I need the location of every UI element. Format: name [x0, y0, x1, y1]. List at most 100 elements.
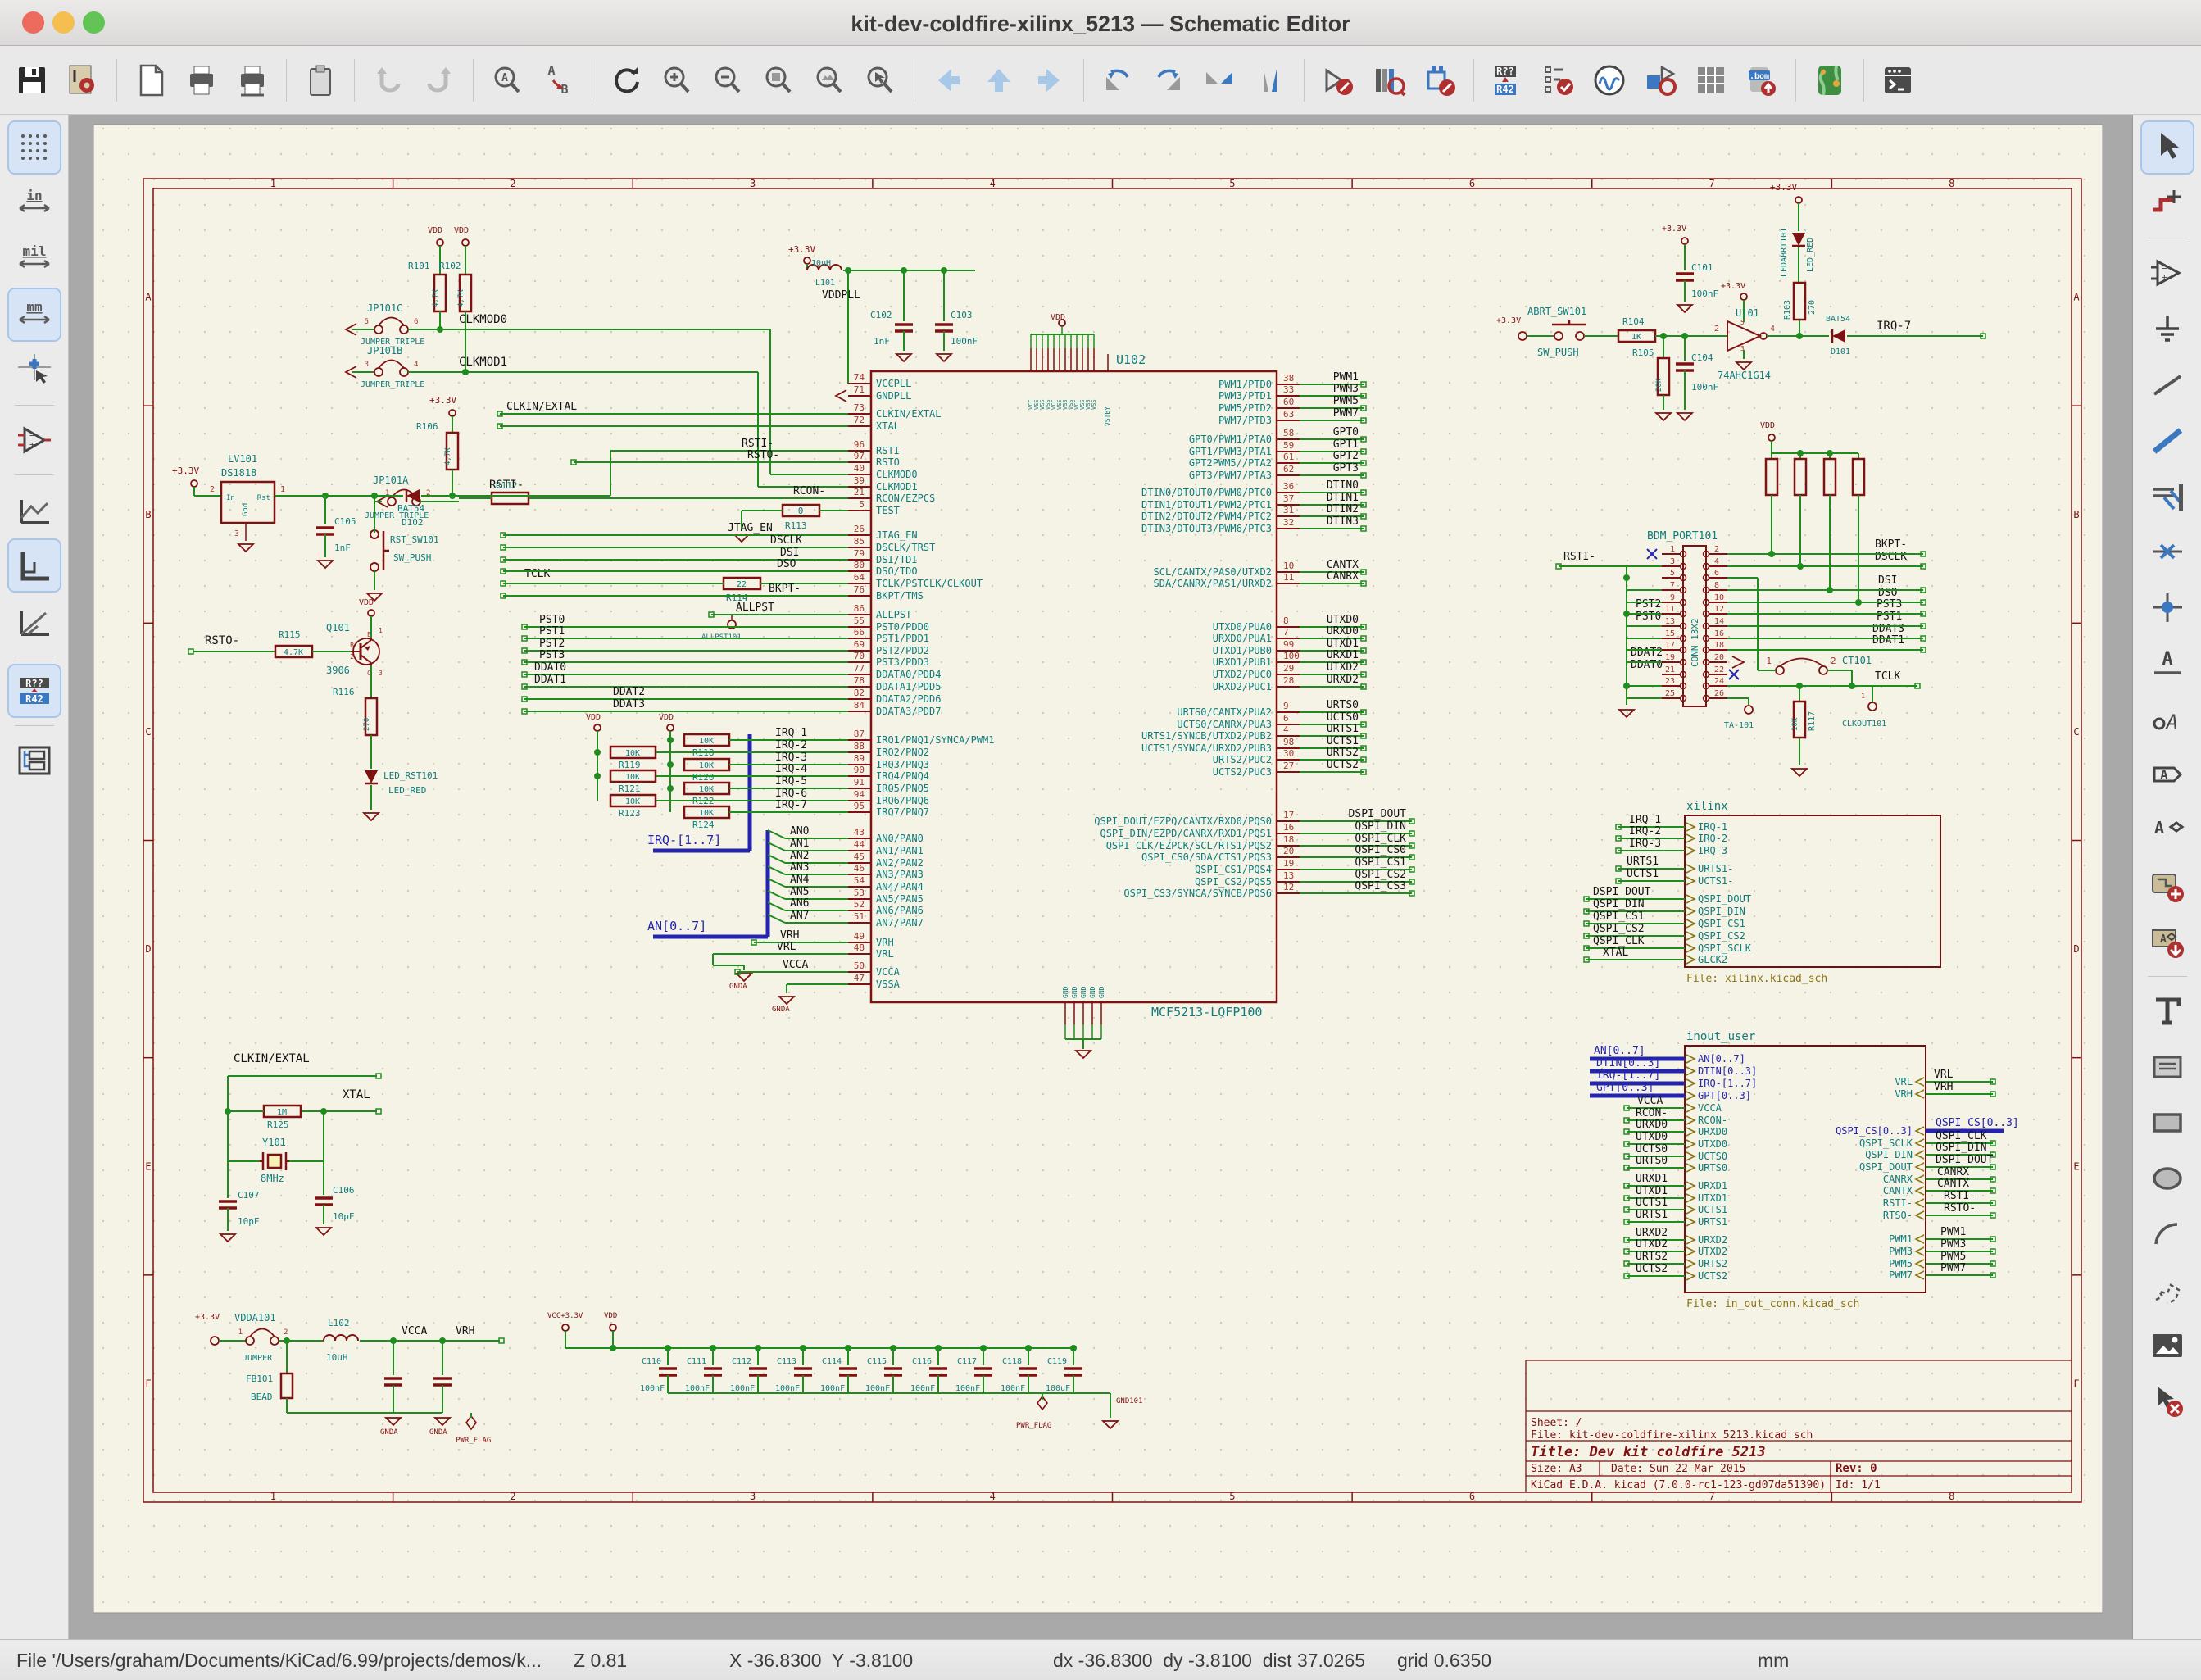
- svg-text:GND101: GND101: [1116, 1397, 1143, 1405]
- svg-text:TCLK: TCLK: [524, 568, 550, 580]
- svg-text:URTS2/PUC2: URTS2/PUC2: [1213, 754, 1272, 765]
- right-tool-image[interactable]: [2142, 1320, 2193, 1371]
- right-tool-arc[interactable]: [2142, 1209, 2193, 1260]
- minimize-button[interactable]: [52, 11, 75, 34]
- right-tool-place-symbol[interactable]: −+: [2142, 247, 2193, 298]
- left-tool-lines-any[interactable]: [9, 484, 60, 535]
- left-tool-unit-mil[interactable]: mil: [9, 234, 60, 284]
- toolbar-print[interactable]: [178, 57, 225, 104]
- right-tool-draw-wire[interactable]: [2142, 359, 2193, 410]
- svg-text:PWM3: PWM3: [1889, 1246, 1913, 1257]
- svg-text:AN[0..7]: AN[0..7]: [1594, 1045, 1645, 1057]
- right-tool-highlight-net[interactable]: [2142, 178, 2193, 229]
- toolbar-zoom-selection[interactable]: [856, 57, 904, 104]
- svg-text:100uF: 100uF: [1046, 1384, 1070, 1393]
- decoupling-cap-bank: C110100nFC111100nFC112100nFC113100nFC114…: [640, 1345, 1082, 1393]
- toolbar-nav-back[interactable]: [924, 57, 972, 104]
- svg-text:RCON-: RCON-: [1698, 1115, 1727, 1126]
- toolbar-zoom-in[interactable]: [653, 57, 701, 104]
- svg-text:Y101: Y101: [262, 1137, 286, 1148]
- svg-text:UTXD1: UTXD1: [1636, 1185, 1668, 1197]
- toolbar-export-bom[interactable]: .bom: [1738, 57, 1786, 104]
- svg-text:10: 10: [1714, 593, 1724, 602]
- left-tool-unit-in[interactable]: in: [9, 178, 60, 229]
- close-button[interactable]: [22, 11, 44, 34]
- toolbar-page-setup[interactable]: [127, 57, 175, 104]
- right-tool-place-power[interactable]: [2142, 303, 2193, 354]
- zoom-button[interactable]: [83, 11, 105, 34]
- svg-text:20: 20: [1283, 846, 1294, 856]
- right-tool-draw-bus[interactable]: [2142, 415, 2193, 465]
- toolbar-redo[interactable]: [415, 57, 463, 104]
- toolbar-simulator[interactable]: [1586, 57, 1633, 104]
- toolbar-undo[interactable]: [365, 57, 412, 104]
- svg-text:8: 8: [1283, 615, 1289, 626]
- toolbar-console[interactable]: [1874, 57, 1922, 104]
- left-tool-hidden-pins[interactable]: −+: [9, 415, 60, 465]
- right-tool-junction[interactable]: [2142, 582, 2193, 633]
- right-tool-sheet-pin[interactable]: A: [2142, 916, 2193, 967]
- svg-text:VSS: VSS: [1079, 399, 1086, 410]
- svg-text:70: 70: [854, 651, 865, 661]
- svg-text:10K: 10K: [1791, 717, 1799, 731]
- title-bar[interactable]: kit-dev-coldfire-xilinx_5213 — Schematic…: [0, 0, 2201, 46]
- toolbar-open-pcb[interactable]: [1806, 57, 1854, 104]
- svg-text:PWM7: PWM7: [1940, 1262, 1966, 1274]
- svg-text:B: B: [560, 82, 568, 97]
- toolbar-rotate-cw[interactable]: [1145, 57, 1192, 104]
- svg-text:VDD: VDD: [659, 713, 674, 722]
- svg-text:DTIN1/DTOUT1/PWM2/PTC1: DTIN1/DTOUT1/PWM2/PTC1: [1141, 499, 1272, 511]
- left-tool-grid[interactable]: [7, 120, 61, 175]
- toolbar-fields-table[interactable]: [1687, 57, 1735, 104]
- right-tool-net-label[interactable]: A: [2142, 638, 2193, 688]
- left-tool-hierarchy[interactable]: [9, 735, 60, 786]
- left-tool-lines-45[interactable]: [9, 596, 60, 647]
- svg-text:PST1/PDD1: PST1/PDD1: [876, 633, 929, 644]
- right-tool-text[interactable]: [2142, 986, 2193, 1037]
- toolbar-save[interactable]: [8, 57, 56, 104]
- right-tool-delete[interactable]: [2142, 1376, 2193, 1427]
- right-tool-bus-entry[interactable]: [2142, 470, 2193, 521]
- toolbar-erc[interactable]: [1535, 57, 1582, 104]
- toolbar-find[interactable]: A: [483, 57, 531, 104]
- toolbar-zoom-out[interactable]: [704, 57, 751, 104]
- toolbar-plot[interactable]: [229, 57, 276, 104]
- svg-text:DSI: DSI: [780, 547, 799, 559]
- left-tool-unit-mm[interactable]: mm: [7, 288, 61, 342]
- right-tool-rectangle[interactable]: [2142, 1097, 2193, 1148]
- right-tool-no-connect[interactable]: [2142, 526, 2193, 577]
- right-tool-hier-label[interactable]: A: [2142, 805, 2193, 856]
- toolbar-zoom-page[interactable]: [755, 57, 802, 104]
- right-tool-text-box[interactable]: [2142, 1042, 2193, 1092]
- toolbar-edit-footprint[interactable]: [1416, 57, 1464, 104]
- toolbar-library-browser[interactable]: [1365, 57, 1413, 104]
- toolbar-rotate-ccw[interactable]: [1094, 57, 1141, 104]
- right-tool-select[interactable]: [2140, 120, 2194, 175]
- toolbar-mirror-h[interactable]: [1196, 57, 1243, 104]
- toolbar-nav-forward[interactable]: [1026, 57, 1073, 104]
- toolbar-annotate[interactable]: R??R42: [1484, 57, 1532, 104]
- svg-text:URXD0/PUA1: URXD0/PUA1: [1213, 633, 1272, 644]
- toolbar-refresh[interactable]: [602, 57, 650, 104]
- left-tool-lines-hv[interactable]: [7, 538, 61, 593]
- left-tool-annotate-auto[interactable]: R??R42: [7, 664, 61, 718]
- toolbar-schematic-setup[interactable]: [59, 57, 107, 104]
- toolbar-zoom-objects[interactable]: [806, 57, 853, 104]
- toolbar-edit-symbol[interactable]: [1314, 57, 1362, 104]
- toolbar-mirror-v[interactable]: [1246, 57, 1294, 104]
- right-tool-polygon[interactable]: [2142, 1265, 2193, 1315]
- toolbar-paste[interactable]: [297, 57, 344, 104]
- toolbar-assign-footprints[interactable]: [1636, 57, 1684, 104]
- right-tool-global-label[interactable]: A: [2142, 749, 2193, 800]
- right-tool-directive-label[interactable]: A: [2142, 693, 2193, 744]
- toolbar-nav-up[interactable]: [975, 57, 1023, 104]
- right-tool-hier-sheet[interactable]: [2142, 860, 2193, 911]
- left-tool-cursor-shape[interactable]: [9, 345, 60, 396]
- svg-text:20: 20: [1714, 653, 1724, 662]
- svg-text:QSPI_DIN/EZPD/CANRX/RXD1/PQS1: QSPI_DIN/EZPD/CANRX/RXD1/PQS1: [1100, 828, 1272, 839]
- right-tool-circle[interactable]: [2142, 1153, 2193, 1204]
- status-units: mm: [1758, 1650, 1790, 1671]
